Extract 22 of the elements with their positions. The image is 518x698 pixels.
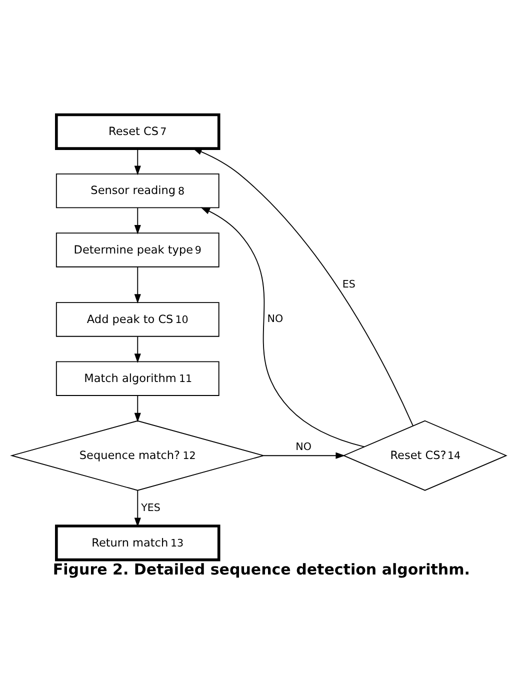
- edge-label: NO: [267, 312, 284, 325]
- arrow: [134, 148, 141, 175]
- node-box: Reset CS 7: [55, 112, 220, 150]
- arrow: [134, 336, 141, 362]
- arrow: [134, 394, 141, 422]
- arrow: [192, 148, 414, 426]
- node-diamond: Sequence match? 12: [10, 420, 266, 490]
- edge-label: NO: [296, 440, 312, 452]
- arrow: [263, 452, 346, 458]
- arrow: [134, 207, 141, 234]
- arrow: [200, 206, 365, 447]
- arrow: [134, 266, 141, 304]
- node-box: Determine peak type 9: [56, 232, 220, 267]
- edge-label: ES: [342, 278, 356, 290]
- arrow: [134, 490, 141, 527]
- node-box: Return match 13: [55, 524, 220, 561]
- edge-label: YES: [141, 501, 160, 514]
- node-box: Sensor reading 8: [56, 172, 220, 208]
- node-box: Match algorithm 11: [56, 360, 220, 396]
- node-box: Add peak to CS 10: [56, 302, 220, 336]
- caption: Figure 2. Detailed sequence detection algorithm.: [52, 560, 470, 578]
- node-diamond: Reset CS?14: [342, 420, 508, 490]
